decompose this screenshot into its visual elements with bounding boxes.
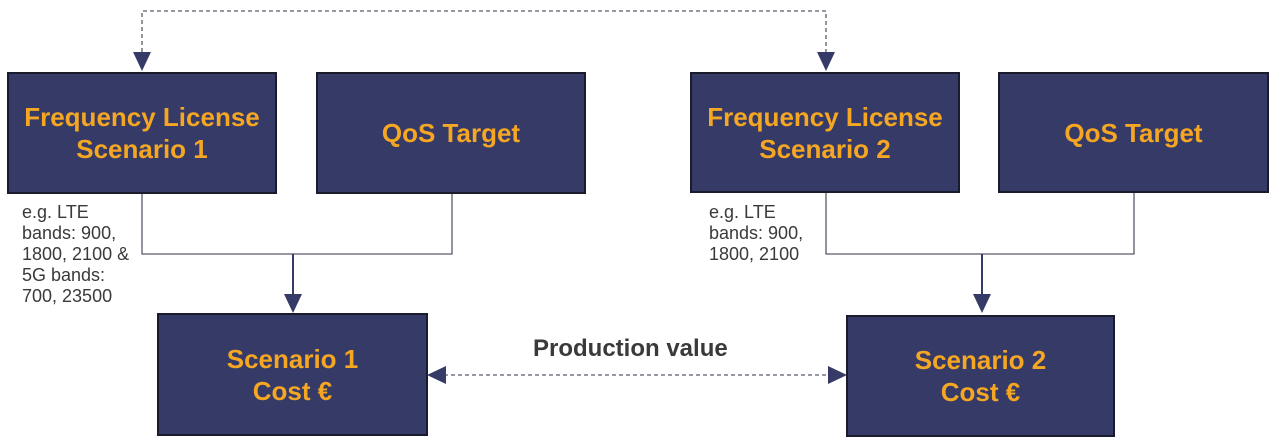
arrowhead-license-1 — [133, 52, 151, 71]
frequency-license-scenario-1-box: Frequency License Scenario 1 — [7, 72, 277, 194]
qos-target-1-box: QoS Target — [316, 72, 586, 194]
arrowhead-production-left — [427, 366, 446, 384]
arrowhead-license-2 — [817, 52, 835, 71]
scenario-2-merge-line — [825, 193, 1135, 255]
scenario-1-cost-box: Scenario 1 Cost € — [157, 313, 428, 436]
license-comparison-link — [141, 10, 827, 52]
production-value-label: Production value — [533, 335, 728, 362]
arrowhead-cost-1 — [284, 294, 302, 313]
qos-target-2-box: QoS Target — [998, 72, 1269, 193]
scenario-2-cost-box: Scenario 2 Cost € — [846, 315, 1115, 437]
arrowhead-cost-2 — [973, 294, 991, 313]
frequency-license-scenario-2-box: Frequency License Scenario 2 — [690, 72, 960, 193]
scenario-2-bands-note: e.g. LTE bands: 900, 1800, 2100 — [709, 202, 804, 264]
scenario-1-bands-note: e.g. LTE bands: 900, 1800, 2100 & 5G ban… — [22, 202, 130, 306]
scenario-1-merge-line — [141, 194, 453, 255]
arrowhead-production-right — [828, 366, 847, 384]
